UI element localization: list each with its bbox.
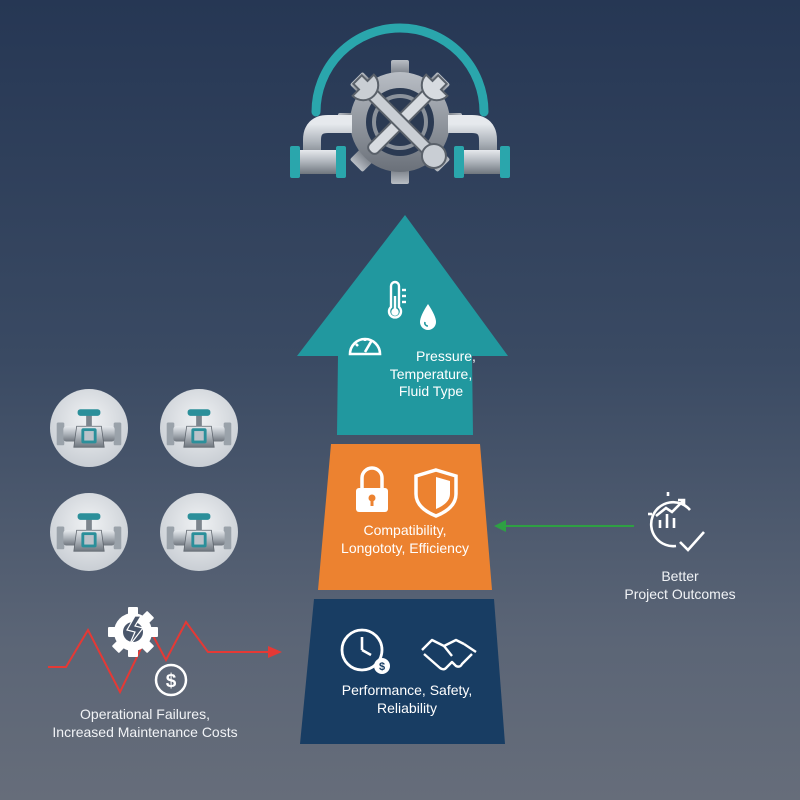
tier-top-line-3: Fluid Type — [398, 383, 464, 399]
tier-bottom-line-1: Performance, Safety, — [341, 682, 473, 698]
tier-top-line-1: Pressure, — [416, 348, 476, 364]
tier-bottom-line-2: Reliability — [377, 699, 437, 716]
trend-arrow-head — [268, 646, 282, 658]
broken-gear-icon — [108, 607, 158, 657]
shield-icon — [414, 468, 458, 518]
left-note-line-2: Increased Maintenance Costs — [52, 723, 238, 740]
tier-middle — [318, 444, 492, 590]
right-note-label: Better Project Outcomes — [600, 568, 760, 603]
tier-top — [297, 215, 508, 435]
tier-bottom — [300, 599, 505, 744]
valve-icon — [50, 493, 128, 571]
svg-text:$: $ — [166, 671, 177, 692]
tier-top-line-2: Temperature, — [389, 365, 473, 382]
handshake-icon — [421, 638, 477, 671]
dollar-coin-icon: $ — [154, 663, 188, 697]
left-note-line-1: Operational Failures, — [80, 706, 210, 722]
clock-dollar-icon: $ — [340, 628, 390, 674]
right-note-line-1: Better — [661, 568, 699, 584]
water-drop-icon — [420, 304, 436, 330]
svg-text:$: $ — [379, 661, 385, 673]
padlock-icon — [356, 466, 388, 512]
clock-growth-chart-icon — [648, 492, 705, 552]
valve-icon — [160, 389, 238, 467]
pressure-gauge-icon — [348, 337, 382, 356]
tier-middle-label: Compatibility, Longototy, Efficiency — [318, 522, 492, 557]
gear-wrench-pipes-icon — [290, 23, 510, 184]
valve-icon — [50, 389, 128, 467]
failure-trend-line — [48, 620, 270, 695]
valve-icon — [160, 493, 238, 571]
right-note-line-2: Project Outcomes — [624, 585, 736, 602]
left-note-label: Operational Failures, Increased Maintena… — [30, 706, 260, 741]
tier-bottom-label: Performance, Safety, Reliability — [312, 682, 502, 717]
tier-middle-line-1: Compatibility, — [363, 522, 447, 538]
tier-middle-line-2: Longototy, Efficiency — [341, 539, 469, 556]
tier-top-label: Pressure, Temperature, Fluid Type — [340, 348, 490, 401]
feedback-arrow-head — [494, 520, 506, 532]
thermometer-icon — [387, 280, 406, 319]
